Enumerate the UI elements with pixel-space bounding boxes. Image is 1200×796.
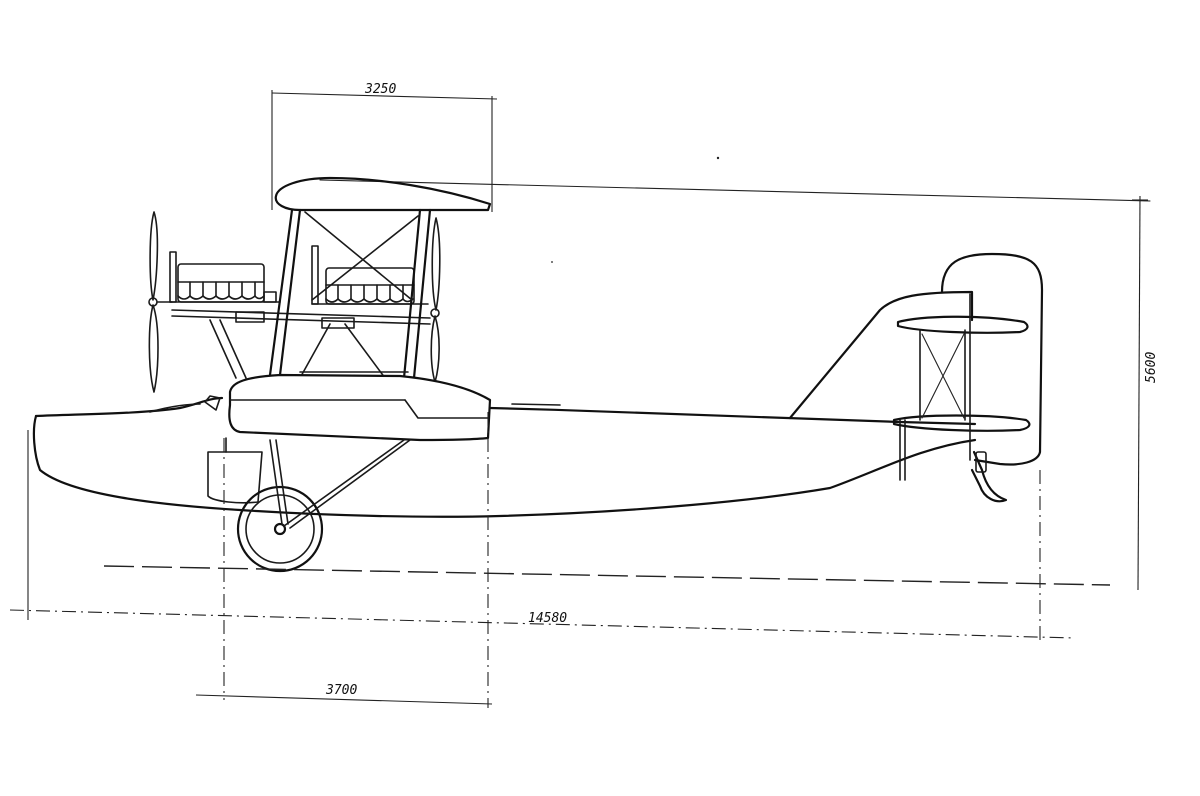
speck	[716, 156, 720, 160]
speck	[551, 261, 553, 263]
tail-fin	[788, 290, 974, 481]
float-step	[207, 437, 263, 504]
front-engine	[169, 251, 281, 303]
lower-wing-stub	[228, 373, 492, 442]
height-top-extension-line	[319, 179, 1151, 202]
windscreen	[204, 395, 221, 411]
rudder	[940, 252, 1044, 466]
tail-skid	[970, 450, 1008, 503]
front-propeller	[148, 211, 173, 393]
tail-struts	[919, 293, 971, 461]
dimension-overall-height: 5600	[1132, 195, 1159, 591]
tailplane-upper	[896, 315, 1029, 334]
dimension-upper-wing-chord: 3250	[271, 82, 498, 212]
dimension-overall-length: 14580	[9, 430, 1076, 640]
upper-wing	[274, 176, 492, 212]
landing-gear	[236, 439, 411, 573]
overall-height-label: 5600	[1144, 352, 1159, 383]
hull	[32, 395, 977, 518]
rear-engine	[311, 245, 429, 305]
rear-propeller	[430, 217, 441, 383]
center-section-struts	[268, 208, 432, 380]
upper-wing-chord-label: 3250	[364, 82, 396, 97]
engine-bearers	[171, 309, 431, 379]
hull-forward-span-label: 3700	[325, 683, 357, 698]
waterline	[103, 565, 1111, 586]
overall-length-label: 14580	[528, 611, 567, 626]
tailplane-lower	[892, 414, 1031, 432]
dimension-hull-forward-span: 3700	[195, 412, 493, 708]
